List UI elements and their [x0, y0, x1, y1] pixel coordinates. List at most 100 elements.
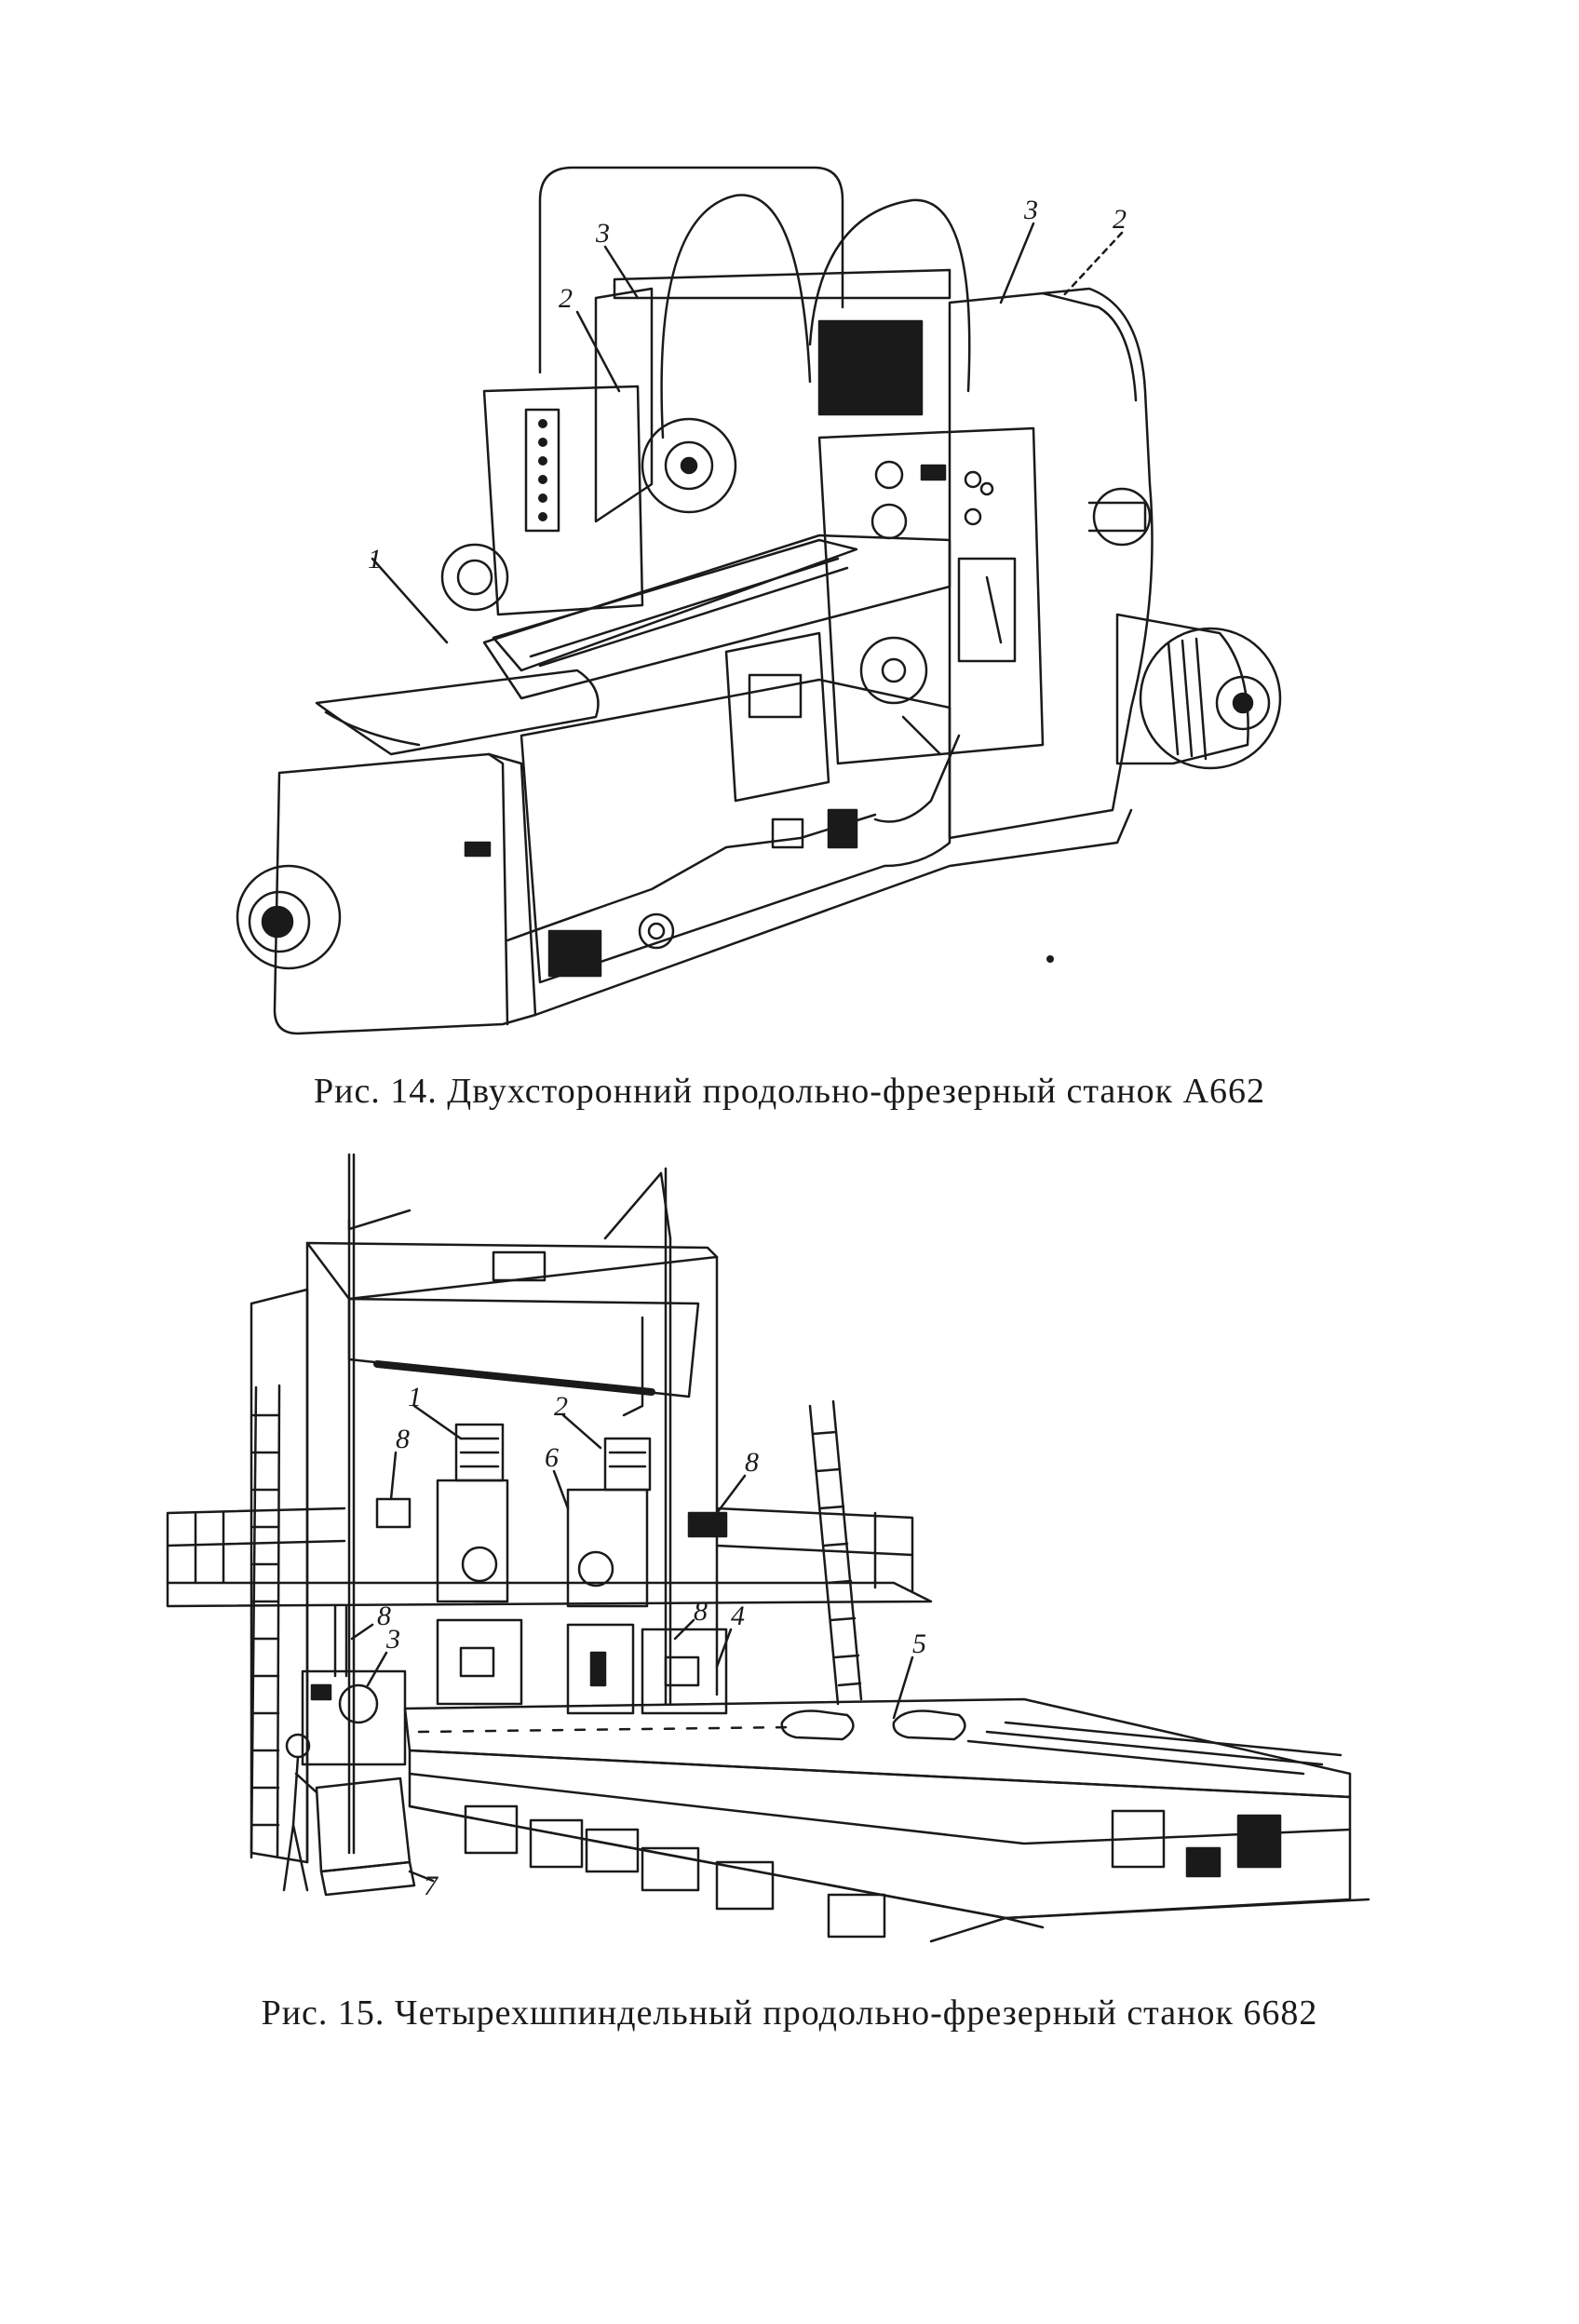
- figure-15-illustration: [0, 0, 1579, 2048]
- left-handwheel: [442, 545, 507, 610]
- leader-8-low: [352, 1625, 372, 1639]
- leader-8-mid: [675, 1620, 694, 1639]
- callout-1: 1: [408, 1382, 422, 1412]
- callout-8-mid: 8: [694, 1596, 708, 1627]
- table-top: [493, 540, 857, 670]
- callout-8-right: 8: [745, 1447, 759, 1478]
- side-head-left: [438, 1620, 521, 1704]
- bed-top: [484, 535, 950, 698]
- left-control-strip: [526, 410, 559, 531]
- side-vent: [829, 810, 857, 847]
- right-motor-cap: [1140, 628, 1280, 768]
- callout-3: 3: [385, 1624, 400, 1655]
- callout-2-left: 2: [559, 283, 573, 314]
- cable-run-right: [875, 736, 959, 822]
- cabin-wheel: [340, 1685, 377, 1723]
- crossbeam-dark-panel: [819, 321, 922, 414]
- bed-window-b: [1238, 1816, 1280, 1867]
- leader-1: [414, 1406, 461, 1439]
- workpiece-2: [894, 1711, 965, 1740]
- front-gauge: [640, 914, 673, 948]
- base-line: [535, 810, 1131, 1015]
- callout-8-top: 8: [396, 1424, 410, 1454]
- cable-run-front: [507, 815, 875, 940]
- front-motor-cap: [237, 866, 340, 968]
- bed-window-a: [1113, 1811, 1164, 1867]
- callout-7: 7: [424, 1871, 439, 1901]
- figure-14-caption: Рис. 14. Двухсторонний продольно-фрезерн…: [313, 1072, 1266, 1111]
- coolant-hose-right: [810, 200, 969, 391]
- callout-6: 6: [545, 1442, 559, 1473]
- front-vent-dark: [549, 931, 601, 976]
- crossrail: [349, 1299, 698, 1397]
- callout-4: 4: [731, 1601, 745, 1631]
- callout-3-left: 3: [595, 218, 610, 249]
- head-1: [438, 1480, 507, 1601]
- leader-3: [368, 1653, 386, 1685]
- foundation-blocks: [466, 1806, 884, 1937]
- ladder-right: [810, 1401, 861, 1704]
- table-slots: [531, 559, 847, 666]
- callout-8-low: 8: [377, 1601, 391, 1631]
- head-2-wheel: [579, 1552, 613, 1586]
- platform-railing: [168, 1508, 344, 1583]
- callout-leader-1: [372, 559, 447, 642]
- right-knob-1: [876, 462, 902, 488]
- figure-15-caption: Рис. 15. Четырехшпиндельный продольно-фр…: [261, 1993, 1318, 2033]
- leader-6: [554, 1471, 568, 1508]
- platform-deck: [168, 1583, 931, 1606]
- ladder-left: [251, 1385, 279, 1858]
- right-knob-2: [872, 505, 906, 538]
- bed-top-surface: [405, 1699, 1350, 1797]
- right-tool-panel: [959, 559, 1015, 661]
- callout-2: 2: [554, 1391, 568, 1422]
- top-beam: [307, 1243, 717, 1299]
- callout-2-right: 2: [1113, 204, 1127, 235]
- head-1-wheel: [463, 1547, 496, 1581]
- callout-3-right: 3: [1023, 195, 1038, 225]
- side-head-center: [568, 1625, 633, 1713]
- speck-mark: [1046, 955, 1054, 963]
- left-head: [484, 386, 642, 615]
- figure-14-callouts: 1 2 3 3 2: [368, 195, 1127, 574]
- left-column-face: [251, 1290, 307, 1862]
- front-pendant: [726, 633, 829, 801]
- head-2: [568, 1490, 647, 1606]
- bed-slot-row: [419, 1727, 791, 1732]
- right-brace: [605, 1173, 670, 1238]
- leader-2: [563, 1415, 601, 1448]
- workpiece-1: [782, 1711, 854, 1740]
- hook-arm: [624, 1317, 642, 1415]
- table-cover: [317, 670, 599, 754]
- front-bed-body: [521, 680, 950, 982]
- right-indicator: [922, 466, 945, 480]
- panel-8-lower: [335, 1606, 346, 1676]
- bed-window-c: [1187, 1848, 1220, 1876]
- callout-leader-3b: [1001, 223, 1033, 303]
- left-spindle: [642, 419, 736, 512]
- leader-4: [717, 1629, 731, 1667]
- right-column-edge: [1043, 293, 1136, 400]
- leader-8-right: [717, 1476, 745, 1513]
- crossrail-bar: [377, 1364, 652, 1392]
- figure-14-illustration: [0, 0, 1579, 1043]
- right-hub: [1094, 489, 1150, 545]
- leader-8-top: [391, 1452, 396, 1499]
- right-upright: [670, 1238, 717, 1704]
- right-motor-body: [1117, 615, 1248, 763]
- figure-15-callouts: 1 2 8 6 8 8 3 8 4 5 7: [377, 1382, 926, 1901]
- front-handwheel: [861, 638, 926, 703]
- coolant-hose-left: [662, 196, 810, 438]
- operator-figure: [284, 1735, 317, 1890]
- leader-5: [894, 1657, 912, 1718]
- right-head: [819, 428, 1043, 763]
- crossbeam: [614, 270, 950, 298]
- callout-leader-3a: [605, 247, 638, 298]
- right-column: [950, 289, 1153, 838]
- panel-8-top: [377, 1499, 410, 1527]
- leader-7: [410, 1871, 433, 1881]
- left-brace: [349, 1155, 410, 1229]
- left-control-buttons: [538, 419, 547, 521]
- cable-junction: [773, 819, 803, 847]
- table-grid: [968, 1723, 1341, 1774]
